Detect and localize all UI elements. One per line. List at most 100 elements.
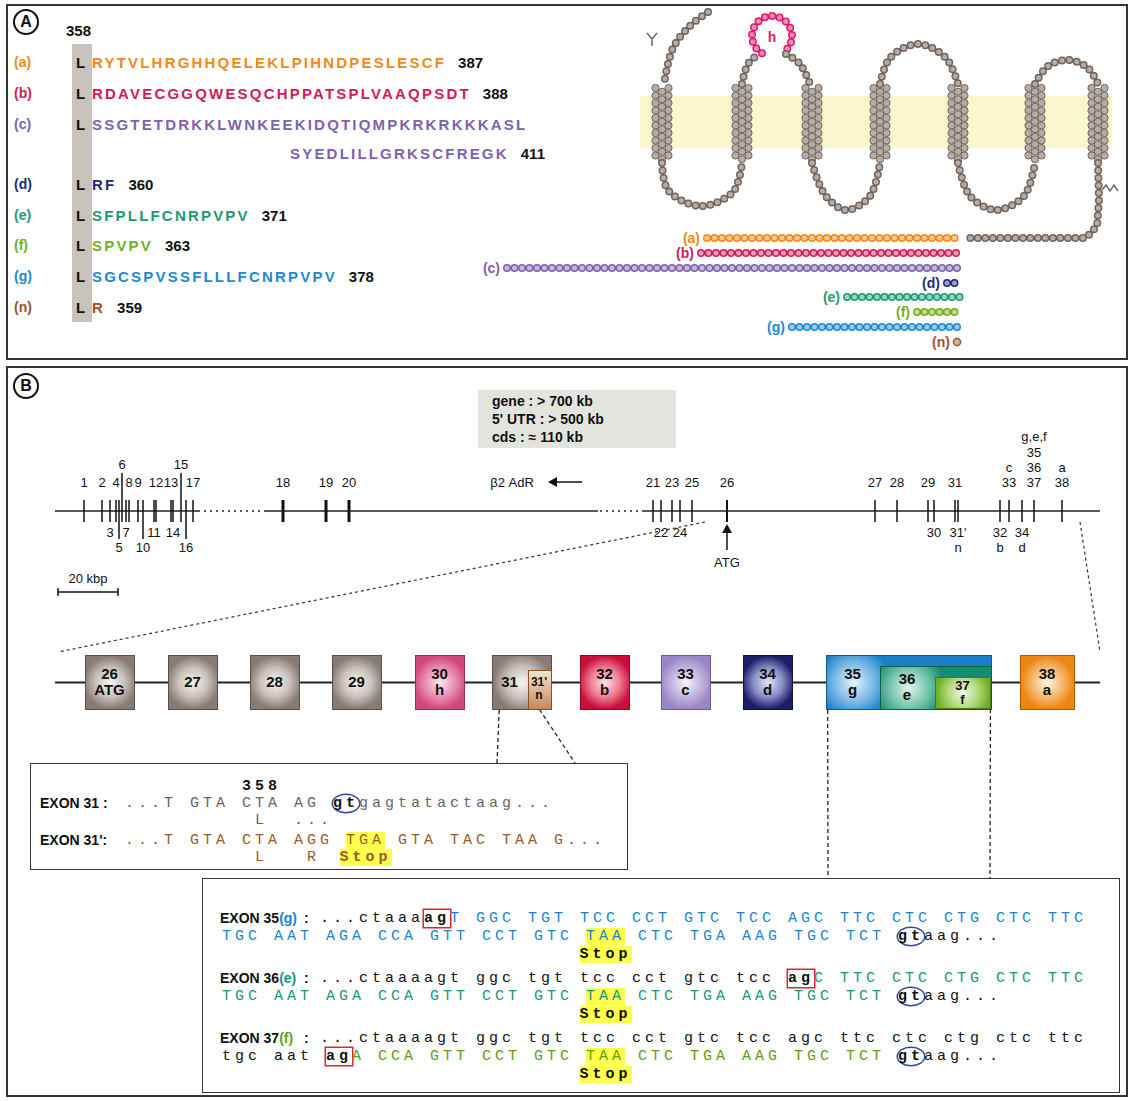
- residue-bead: [876, 126, 883, 133]
- residue-bead: [658, 103, 665, 110]
- intracellular-loop: [958, 163, 1035, 210]
- residue-bead: [652, 114, 659, 121]
- n-terminus: [664, 12, 708, 84]
- exon-label: n: [535, 689, 542, 702]
- residue-bead: [883, 144, 890, 151]
- exon-backbone: [465, 682, 492, 684]
- exon-label: ATG: [94, 682, 125, 698]
- isoform-tag: (d): [922, 275, 940, 291]
- isoform-tag: (f): [14, 237, 28, 253]
- text-area: 35g: [827, 656, 878, 708]
- residue-bead: [870, 122, 877, 129]
- text-area: 34d: [744, 656, 791, 708]
- residue-bead: [652, 144, 659, 151]
- exon-number: 13: [164, 475, 178, 490]
- extracellular-loop: [880, 44, 958, 84]
- gene-map: [55, 473, 1100, 683]
- residue-bead: [870, 92, 877, 99]
- peptide-sequence: RYTVLHRGHHQELEKLPIHNDPESLESCF: [92, 54, 446, 71]
- residue-bead: [961, 107, 968, 114]
- exon-number: 16: [179, 540, 193, 555]
- residue-bead: [732, 122, 739, 129]
- residue-bead: [1025, 92, 1032, 99]
- sequence-text: TAA: [586, 988, 625, 1005]
- residue-bead: [1088, 92, 1095, 99]
- residue-bead: [658, 148, 665, 155]
- residue-bead: [745, 144, 752, 151]
- residue-number: L: [76, 268, 85, 285]
- exon-number: 14: [166, 525, 180, 540]
- text-area: 27: [169, 656, 216, 708]
- exon-backbone: [992, 682, 1020, 684]
- membrane-band: [640, 96, 1112, 148]
- exon-label: 31: [501, 674, 518, 690]
- residue-bead: [961, 99, 968, 106]
- zoom-connector: [540, 710, 576, 764]
- exon-number: 25: [685, 475, 699, 490]
- residue-bead: [1094, 141, 1101, 148]
- exon-number: d: [1018, 540, 1025, 555]
- residue-bead: [802, 144, 809, 151]
- residue-bead: [732, 152, 739, 159]
- residue-bead: [665, 129, 672, 136]
- residue-bead: [652, 129, 659, 136]
- residue-bead: [732, 92, 739, 99]
- peptide-sequence: SYEDLILLGRKSCFREGK: [290, 145, 509, 162]
- residue-bead: [808, 103, 815, 110]
- residue-bead: [1025, 99, 1032, 106]
- residue-bead: [815, 152, 822, 159]
- exon-label: 31': [531, 676, 547, 689]
- residue-bead: [815, 84, 822, 91]
- residue-bead: [815, 92, 822, 99]
- residue-bead: [961, 114, 968, 121]
- intracellular-loop: [958, 163, 1035, 210]
- sequence-text: T GGC TGT TCC CCT GTC TCC AGC TTC CTC CT…: [450, 910, 1087, 927]
- exon-tick: [185, 500, 187, 539]
- residue-bead: [948, 144, 955, 151]
- residue-bead: [1101, 114, 1108, 121]
- residue-bead: [652, 122, 659, 129]
- exon-backbone: [793, 682, 826, 684]
- exon-number: 29: [921, 475, 935, 490]
- exon-tick: [325, 500, 328, 522]
- exon-label: c: [681, 682, 689, 698]
- exon-number: a: [1058, 460, 1065, 475]
- residue-bead: [876, 111, 883, 118]
- isoform-tag: (c): [14, 116, 31, 132]
- residue-number: L: [76, 237, 85, 254]
- arrow-shaft: [556, 481, 582, 483]
- residue-bead: [1025, 137, 1032, 144]
- exon-box: 32b: [580, 655, 630, 710]
- c-terminal-tail: [967, 163, 1099, 238]
- panel-letter: A: [13, 9, 39, 35]
- exon-box: 33c: [661, 655, 711, 710]
- zoom-connector: [827, 710, 829, 878]
- residue-bead: [1031, 111, 1038, 118]
- residue-bead: [876, 133, 883, 140]
- residue-bead: [815, 122, 822, 129]
- residue-bead: [665, 122, 672, 129]
- sequence-text: ag: [326, 1048, 352, 1065]
- exon-label: 35: [844, 666, 861, 682]
- residue-bead: [808, 126, 815, 133]
- isoform-tail: [792, 325, 960, 330]
- residue-bead: [948, 99, 955, 106]
- residue-number: L: [76, 116, 85, 133]
- residue-bead: [745, 92, 752, 99]
- isoform-tail: [507, 266, 960, 271]
- sequence-text: TAA: [586, 928, 625, 945]
- sequence-text: ...ctaaaagt ggc tgt tcc cct gtc tcc: [320, 970, 775, 987]
- residue-bead: [883, 137, 890, 144]
- residue-bead: [870, 129, 877, 136]
- residue-bead: [1031, 88, 1038, 95]
- exon-tick: [180, 473, 182, 522]
- exon-number: 19: [319, 475, 333, 490]
- residue-bead: [1031, 141, 1038, 148]
- zoom-line: [58, 522, 705, 652]
- text-area: 29: [333, 656, 380, 708]
- residue-bead: [883, 114, 890, 121]
- exon-tick: [1008, 500, 1010, 522]
- residue-bead: [745, 84, 752, 91]
- sequence-text: EXON 37: [220, 1030, 279, 1046]
- text-area: 36e: [881, 667, 934, 708]
